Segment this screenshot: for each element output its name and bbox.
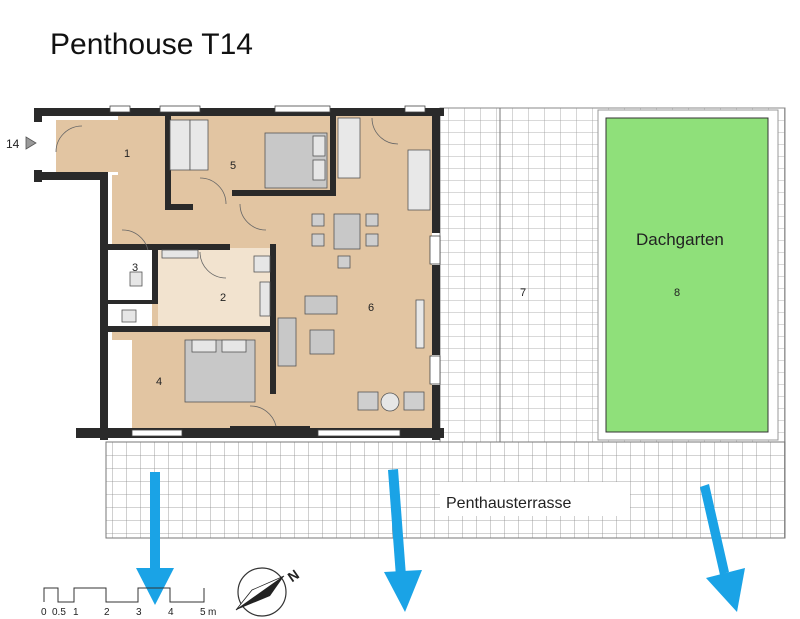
room-label-6: 6 — [368, 302, 374, 314]
room-label-7: 7 — [520, 287, 526, 299]
entrance-label: 14 — [6, 137, 20, 151]
dachgarten-label: Dachgarten — [636, 230, 724, 249]
arrow-icon — [384, 469, 422, 612]
entrance-marker: 14 — [6, 136, 37, 151]
scale-bar: 0 0.5 1 2 3 4 5 m — [41, 587, 216, 618]
penthausterrasse-label: Penthausterrasse — [446, 495, 572, 512]
scale-tick: 1 — [73, 607, 79, 618]
room-label-1: 1 — [124, 148, 130, 160]
view-arrows — [136, 469, 745, 612]
room-label-3: 3 — [132, 262, 138, 274]
roof-garden-8 — [597, 109, 779, 441]
furniture — [121, 117, 431, 412]
scale-unit: m — [208, 607, 216, 618]
windows — [109, 105, 441, 437]
scale-tick: 4 — [168, 607, 174, 618]
scale-tick: 0.5 — [52, 607, 66, 618]
penthouse-terrace — [105, 441, 786, 539]
arrow-icon — [136, 472, 174, 605]
scale-tick: 5 — [200, 607, 206, 618]
scale-tick: 0 — [41, 607, 47, 618]
north-label: N — [285, 566, 302, 585]
arrow-icon — [700, 484, 745, 612]
entrance-arrow-icon — [25, 136, 37, 150]
walls — [34, 108, 444, 440]
room-label-5: 5 — [230, 160, 236, 172]
north-arrow: N — [235, 566, 302, 617]
room-label-4: 4 — [156, 376, 162, 388]
scale-tick: 2 — [104, 607, 110, 618]
scale-tick: 3 — [136, 607, 142, 618]
room-label-2: 2 — [220, 292, 226, 304]
plan-title: Penthouse T14 — [50, 28, 253, 61]
room-label-8: 8 — [674, 287, 680, 299]
doors — [55, 117, 399, 427]
